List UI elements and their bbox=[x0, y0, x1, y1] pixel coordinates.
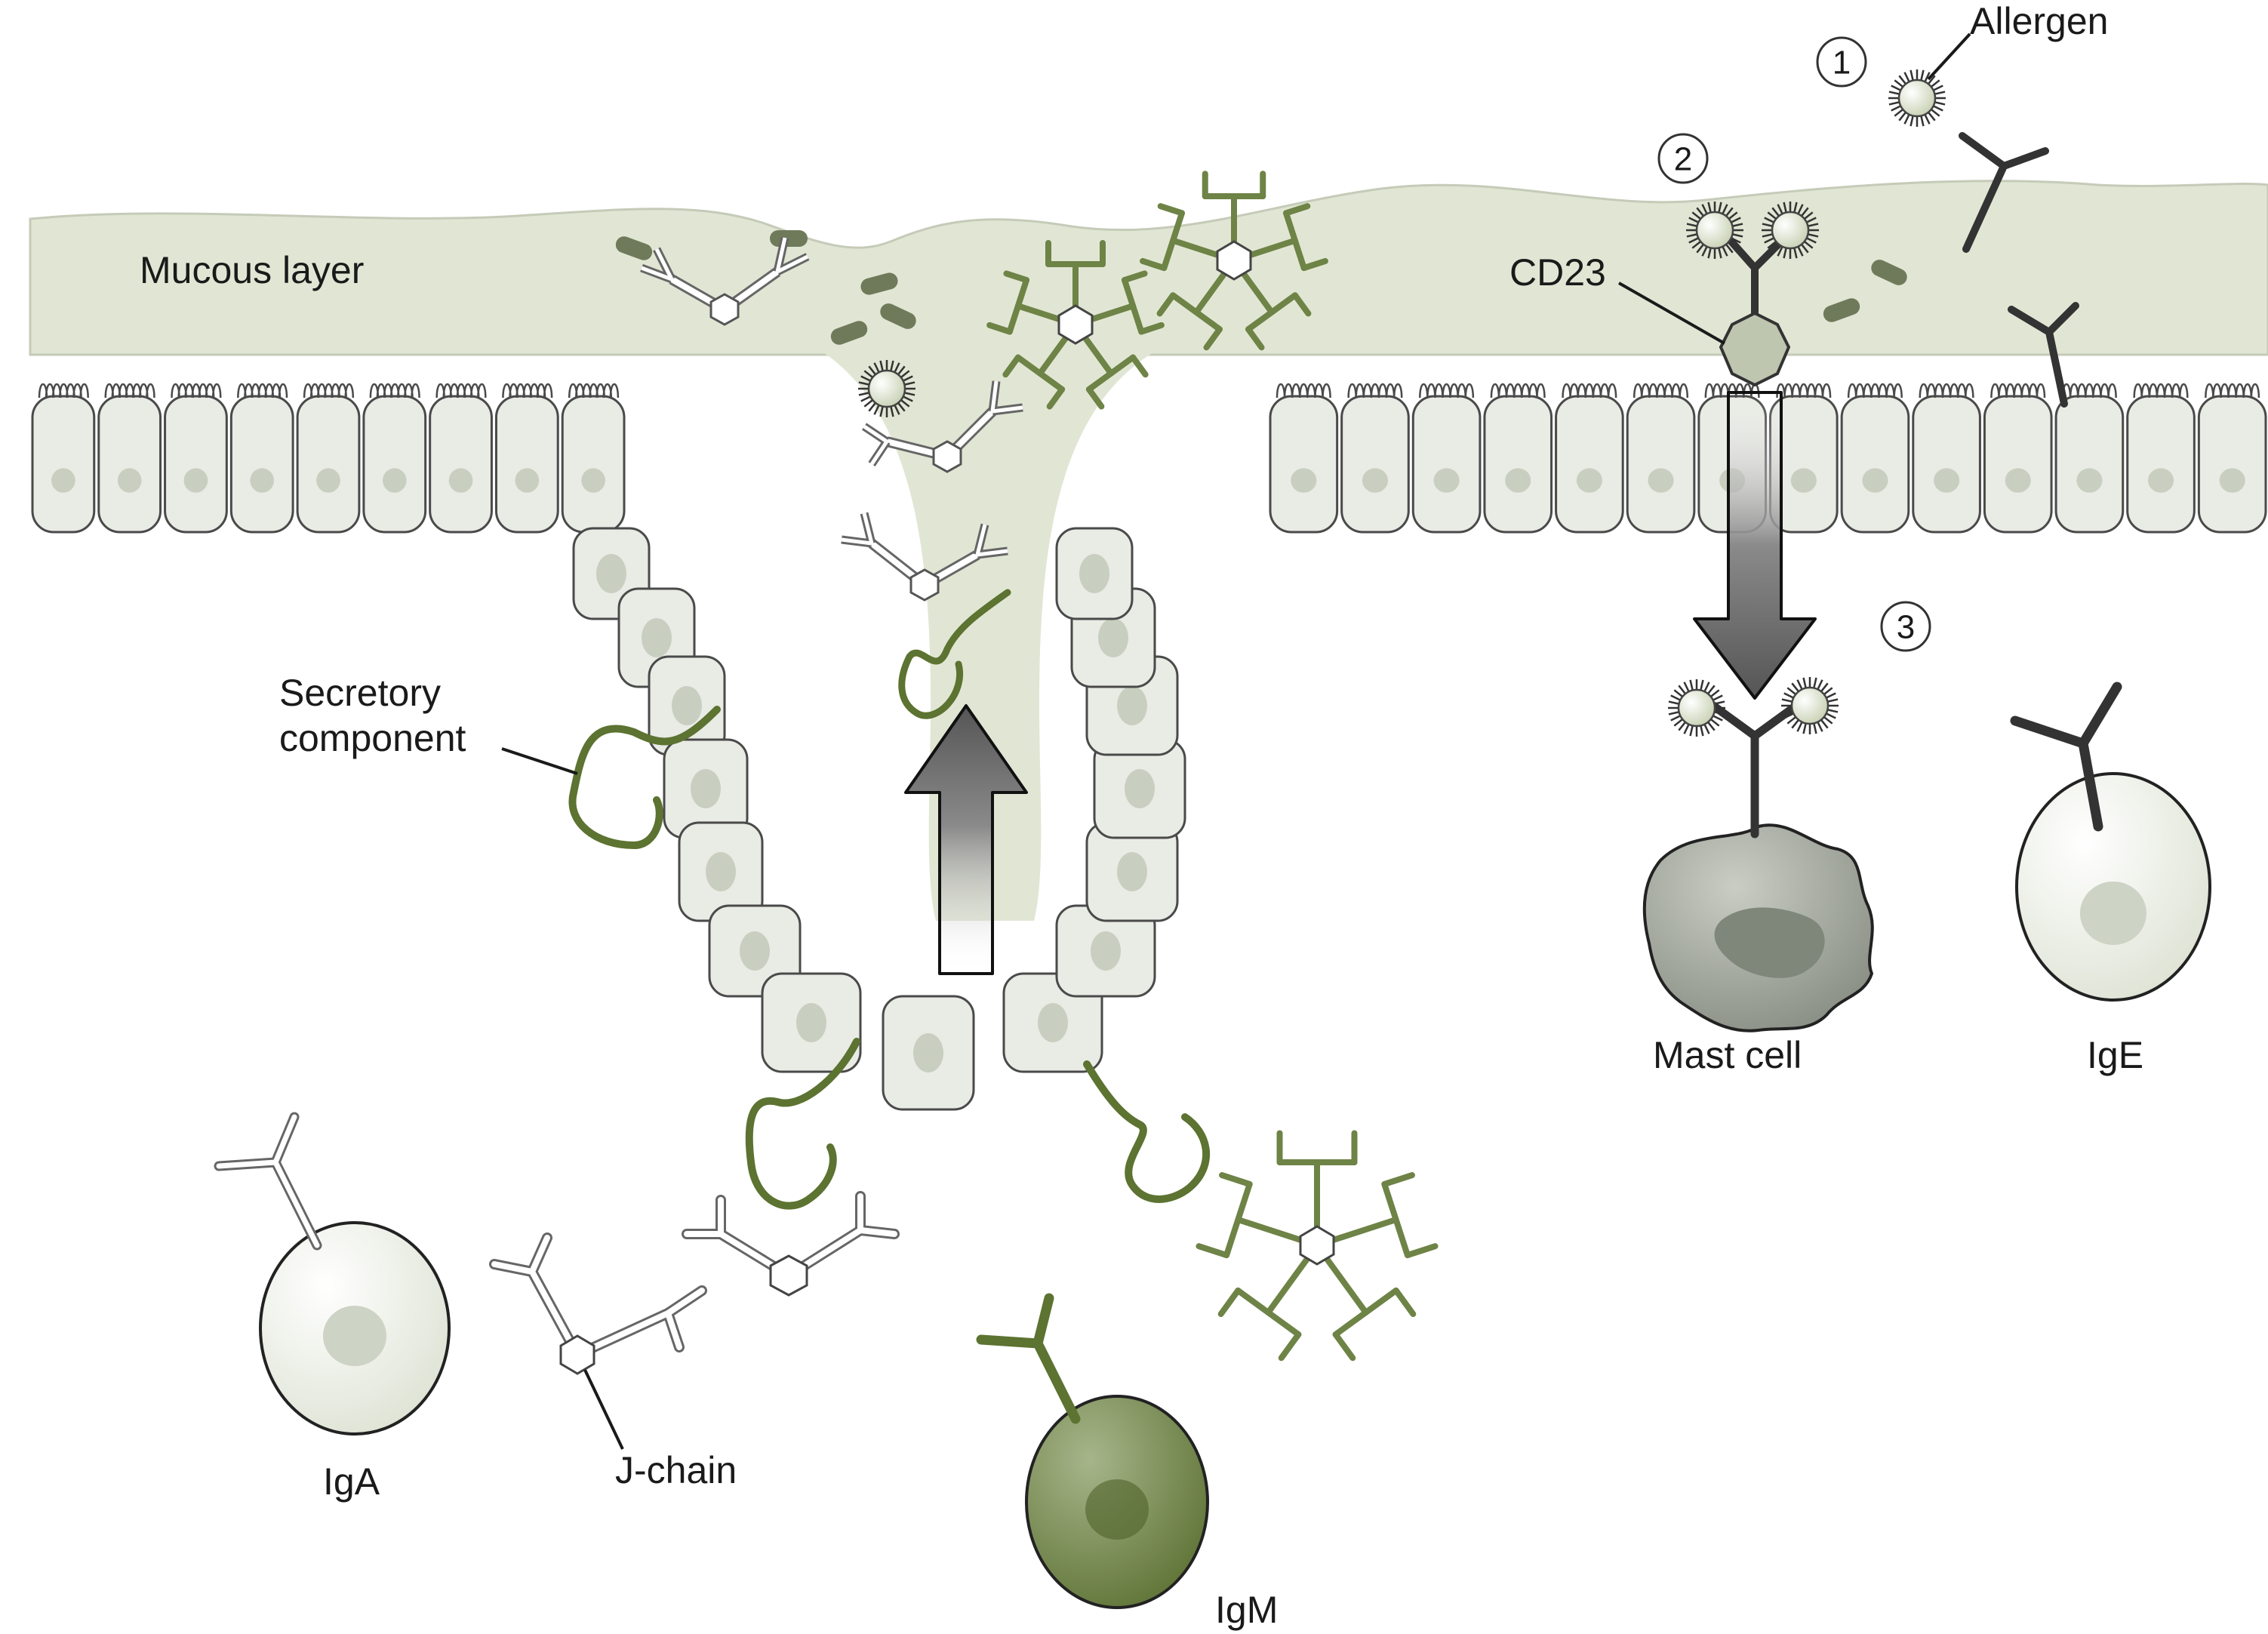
step-1-badge: 1 bbox=[1816, 36, 1867, 88]
step-2-badge: 2 bbox=[1657, 133, 1709, 184]
epithelial-cell bbox=[296, 383, 361, 534]
crypt-epithelial-cell bbox=[648, 655, 726, 756]
svg-text:2: 2 bbox=[1674, 141, 1692, 178]
igm-plasma-cell-icon bbox=[976, 1293, 1209, 1609]
antibody-igm-icon bbox=[1196, 1130, 1439, 1362]
antibody-iga-icon bbox=[640, 236, 1023, 602]
epithelial-cell bbox=[97, 383, 162, 534]
epithelial-cell bbox=[1912, 383, 1981, 534]
epithelial-cell bbox=[429, 383, 493, 534]
antibody-ige-icon bbox=[1959, 132, 2079, 408]
secretory-component-label-line2: component bbox=[279, 717, 466, 759]
epithelial-cell bbox=[1555, 383, 1624, 534]
ige-plasma-cell-icon bbox=[2010, 682, 2211, 1002]
allergen-icon bbox=[1762, 202, 1819, 259]
epithelial-cell bbox=[164, 383, 228, 534]
epithelial-cell bbox=[1983, 383, 2053, 534]
epithelial-cell bbox=[1340, 383, 1410, 534]
epithelial-cell bbox=[2126, 383, 2196, 534]
transcytosis-arrow-icon bbox=[904, 704, 1028, 975]
epithelial-cell bbox=[2197, 383, 2267, 534]
antibody-iga-icon bbox=[682, 1191, 900, 1297]
epithelial-cell bbox=[1411, 383, 1482, 534]
j-chain-label: J-chain bbox=[615, 1449, 737, 1491]
epithelial-cell bbox=[362, 383, 427, 534]
j-chain-icon bbox=[489, 1232, 707, 1375]
crypt-epithelial-cell bbox=[1055, 527, 1134, 620]
allergen-icon bbox=[1686, 202, 1743, 259]
svg-text:1: 1 bbox=[1833, 45, 1851, 82]
antibody-igm-icon bbox=[986, 240, 1165, 410]
epithelial-cell bbox=[31, 383, 96, 534]
epithelium-left bbox=[31, 383, 626, 534]
mast-cell-label: Mast cell bbox=[1653, 1034, 1802, 1076]
epithelial-cell bbox=[561, 383, 626, 534]
crypt-epithelial-cell bbox=[882, 995, 975, 1111]
ige-label: IgE bbox=[2087, 1034, 2143, 1076]
crypt-epithelial-cell bbox=[663, 738, 749, 839]
epithelial-cell bbox=[494, 383, 559, 534]
epithelial-cell bbox=[1483, 383, 1553, 534]
crypt-epithelium bbox=[572, 527, 1186, 1111]
antibody-igm-icon bbox=[1140, 171, 1328, 351]
crypt-epithelial-cell bbox=[1055, 904, 1156, 998]
mucous-layer-label: Mucous layer bbox=[140, 249, 364, 291]
epithelial-cell bbox=[1840, 383, 1910, 534]
iga-plasma-cell-icon bbox=[214, 1112, 451, 1436]
secretory-component-icon bbox=[898, 589, 1011, 719]
svg-text:3: 3 bbox=[1897, 609, 1915, 646]
step-3-badge: 3 bbox=[1880, 601, 1931, 652]
cd23-label: CD23 bbox=[1509, 251, 1606, 294]
epithelial-cell bbox=[2054, 383, 2125, 534]
allergen-label: Allergen bbox=[1970, 0, 2108, 42]
allergen-icon bbox=[1781, 677, 1839, 734]
epithelial-cell bbox=[1626, 383, 1696, 534]
allergen-icon bbox=[1668, 679, 1725, 737]
epithelial-cell bbox=[1269, 383, 1339, 534]
mast-cell-icon bbox=[1642, 701, 1874, 1032]
cd23-transport-arrow-icon bbox=[1693, 391, 1817, 700]
secretory-component-icon bbox=[568, 706, 1210, 1210]
allergen-icon bbox=[858, 360, 916, 417]
igm-label: IgM bbox=[1215, 1589, 1278, 1631]
epithelial-cell bbox=[229, 383, 294, 534]
secretory-component-label-line1: Secretory bbox=[279, 672, 441, 714]
crypt-epithelial-cell bbox=[1002, 972, 1103, 1073]
allergen-icon bbox=[1888, 69, 1946, 127]
mucus-particles bbox=[615, 230, 1907, 345]
epithelium-right bbox=[1269, 383, 2267, 534]
crypt-epithelial-cell bbox=[761, 972, 862, 1073]
iga-label: IgA bbox=[323, 1460, 380, 1503]
